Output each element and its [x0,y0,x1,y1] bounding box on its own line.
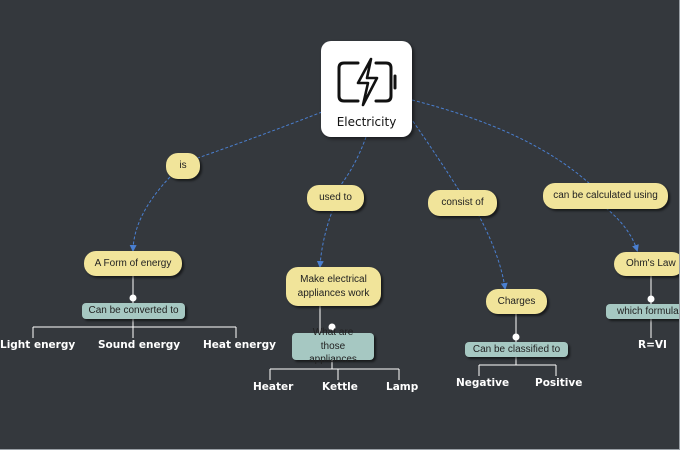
root-node-electricity[interactable]: Electricity [321,41,412,137]
leaf-heat-energy[interactable]: Heat energy [203,339,276,351]
leaf-r-equals-vi[interactable]: R=VI [638,339,667,351]
leaf-lamp[interactable]: Lamp [386,381,419,393]
junction-dot-energy [129,294,137,302]
connector-used-to-appliances [316,208,334,268]
link-label-calculated-using[interactable]: can be calculated using [543,183,668,209]
tree-lines-appliances [269,306,400,380]
link-label-is[interactable]: is [166,153,200,179]
junction-dot-charges [512,333,520,341]
leaf-heater[interactable]: Heater [253,381,294,393]
node-form-of-energy[interactable]: A Form of energy [84,251,182,276]
node-ohms-law[interactable]: Ohm's Law [614,252,679,276]
node-which-formula-is[interactable]: which formula is [606,304,679,319]
leaf-sound-energy[interactable]: Sound energy [98,339,181,351]
leaf-positive[interactable]: Positive [535,377,583,389]
connector-root-used-to [339,136,367,187]
node-make-electrical-appliances-work[interactable]: Make electrical appliances work [286,267,381,306]
connector-root-is [191,111,323,161]
link-label-consist-of[interactable]: consist of [428,190,497,216]
root-label: Electricity [336,115,397,129]
leaf-light-energy[interactable]: Light energy [0,339,76,351]
connector-is-energy [129,176,171,252]
node-what-are-those-appliances[interactable]: What are those appliances [292,327,374,365]
tree-lines-energy [32,275,237,338]
connector-calculated-ohms [605,207,639,252]
junction-dot-ohms [647,295,655,303]
junction-dot-appliances [328,323,336,331]
leaf-kettle[interactable]: Kettle [322,381,358,393]
connector-root-consist-of [409,116,461,193]
node-can-be-converted-to[interactable]: Can be converted to [82,303,185,319]
connector-consist-of-charges [477,213,508,290]
link-label-used-to[interactable]: used to [307,185,364,211]
connector-root-calculated [411,99,591,185]
node-can-be-classified-to[interactable]: Can be classified to [465,342,568,357]
leaf-negative[interactable]: Negative [456,377,510,389]
node-charges[interactable]: Charges [486,289,547,314]
battery-charging-icon [337,57,397,107]
